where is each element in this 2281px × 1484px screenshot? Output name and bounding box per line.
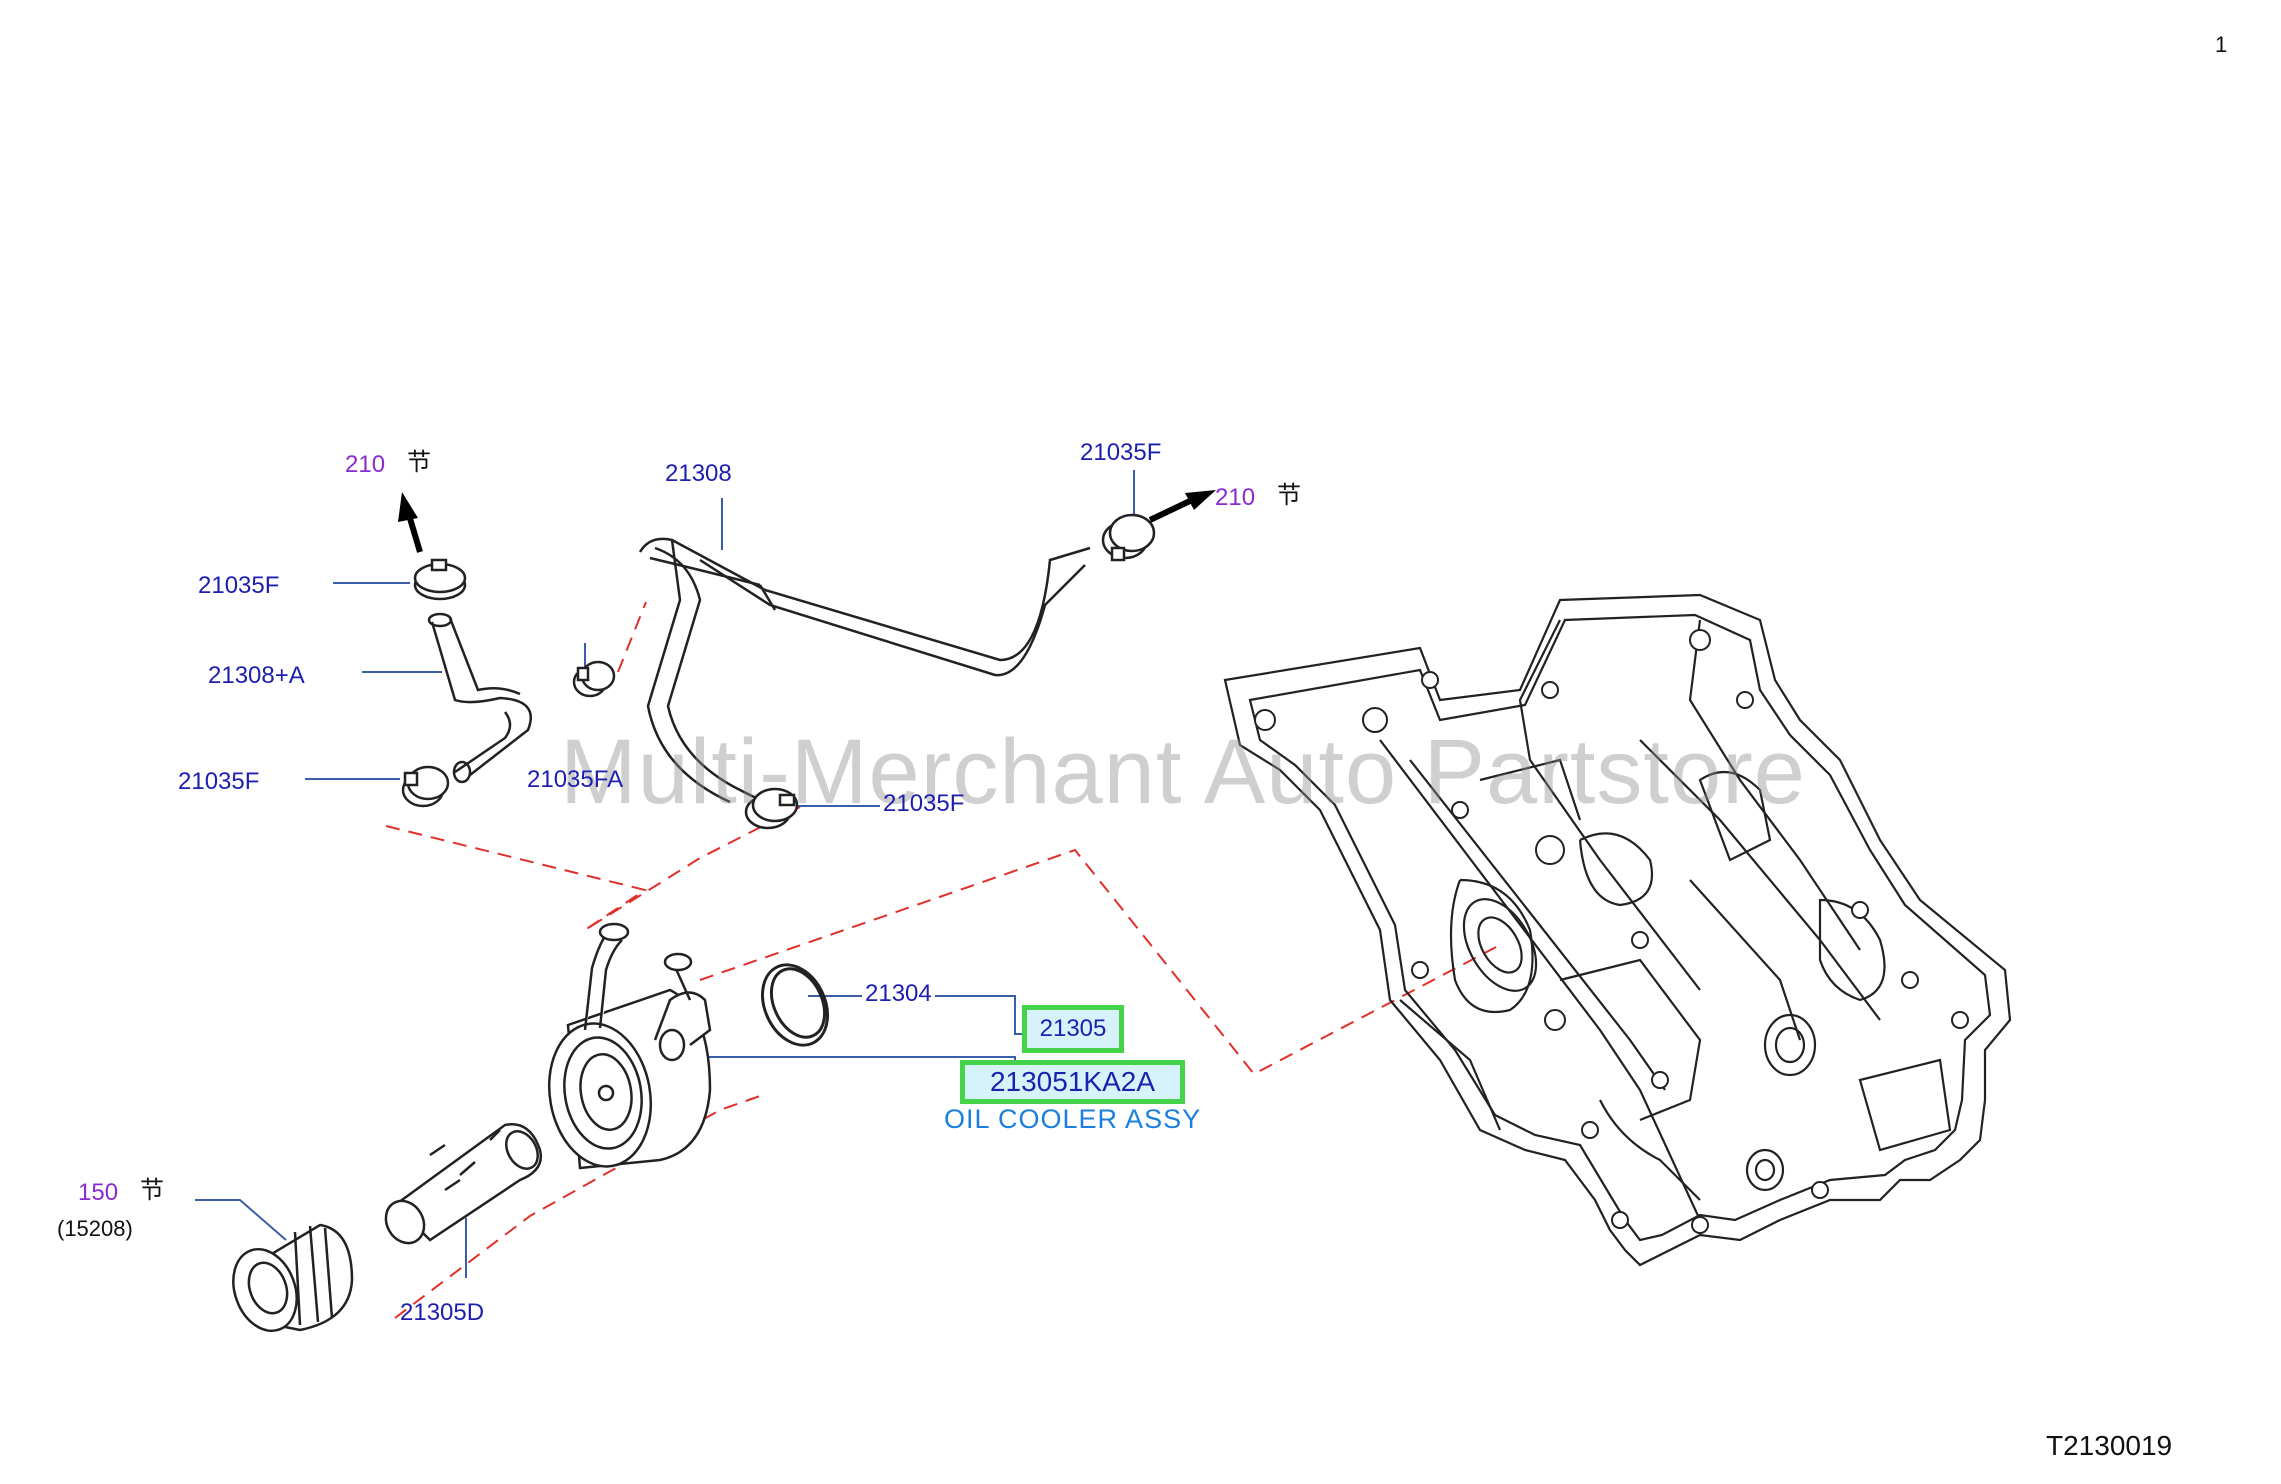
diagram-code: T2130019	[2046, 1430, 2173, 1461]
label-21304: 21304	[865, 980, 932, 1007]
label-21305D: 21305D	[400, 1299, 485, 1326]
label-21035F-top-right: 21035F	[1080, 439, 1162, 466]
label-21305: 21305	[1039, 1015, 1107, 1042]
clamp-21035F-top-left	[413, 558, 467, 601]
engine-bolt-holes	[1254, 629, 1969, 1234]
label-21035FA: 21035FA	[527, 766, 624, 793]
label-21308A: 21308+A	[208, 662, 305, 689]
label-21308: 21308	[665, 460, 732, 487]
hose-21308	[638, 537, 1091, 804]
hose-21308A	[427, 612, 532, 784]
assembly-dash-lines	[385, 601, 1501, 1319]
o-ring-21304	[761, 963, 829, 1047]
label-21305-highlight[interactable]: 21305	[1022, 1005, 1124, 1053]
engine-oil-pan	[1223, 593, 2012, 1267]
clamp-21035FA	[572, 660, 616, 698]
label-213051KA2A: 213051KA2A	[989, 1066, 1156, 1097]
clamp-21035F-top-right	[1101, 513, 1156, 562]
ref-210-right: 210	[1215, 484, 1256, 511]
ref-210-left: 210	[345, 451, 386, 478]
label-213051KA2A-highlight[interactable]: 213051KA2A	[960, 1060, 1185, 1104]
page-number: 1	[2215, 32, 2228, 57]
arrow-right-icon	[1148, 490, 1216, 523]
label-21035F-left-bottom: 21035F	[178, 768, 260, 795]
connector-21305D	[384, 1123, 543, 1245]
section-char-left: 节	[407, 449, 431, 476]
oil-cooler-body	[547, 922, 712, 1170]
ref-150: 150	[78, 1179, 119, 1206]
clamp-21035F-center	[744, 787, 799, 830]
section-char-right: 节	[1277, 482, 1301, 509]
arrow-up-icon	[398, 492, 423, 553]
ref-15208: (15208)	[57, 1216, 133, 1241]
watermark: Multi-Merchant Auto Partstore	[560, 721, 1806, 823]
clamp-21035F-bottom-left	[401, 765, 450, 808]
section-char-150: 节	[140, 1177, 164, 1204]
label-21035F-left-top: 21035F	[198, 572, 280, 599]
part-description: OIL COOLER ASSY	[944, 1104, 1202, 1134]
oil-filter-15208	[232, 1223, 354, 1333]
label-21035F-center: 21035F	[883, 790, 965, 817]
